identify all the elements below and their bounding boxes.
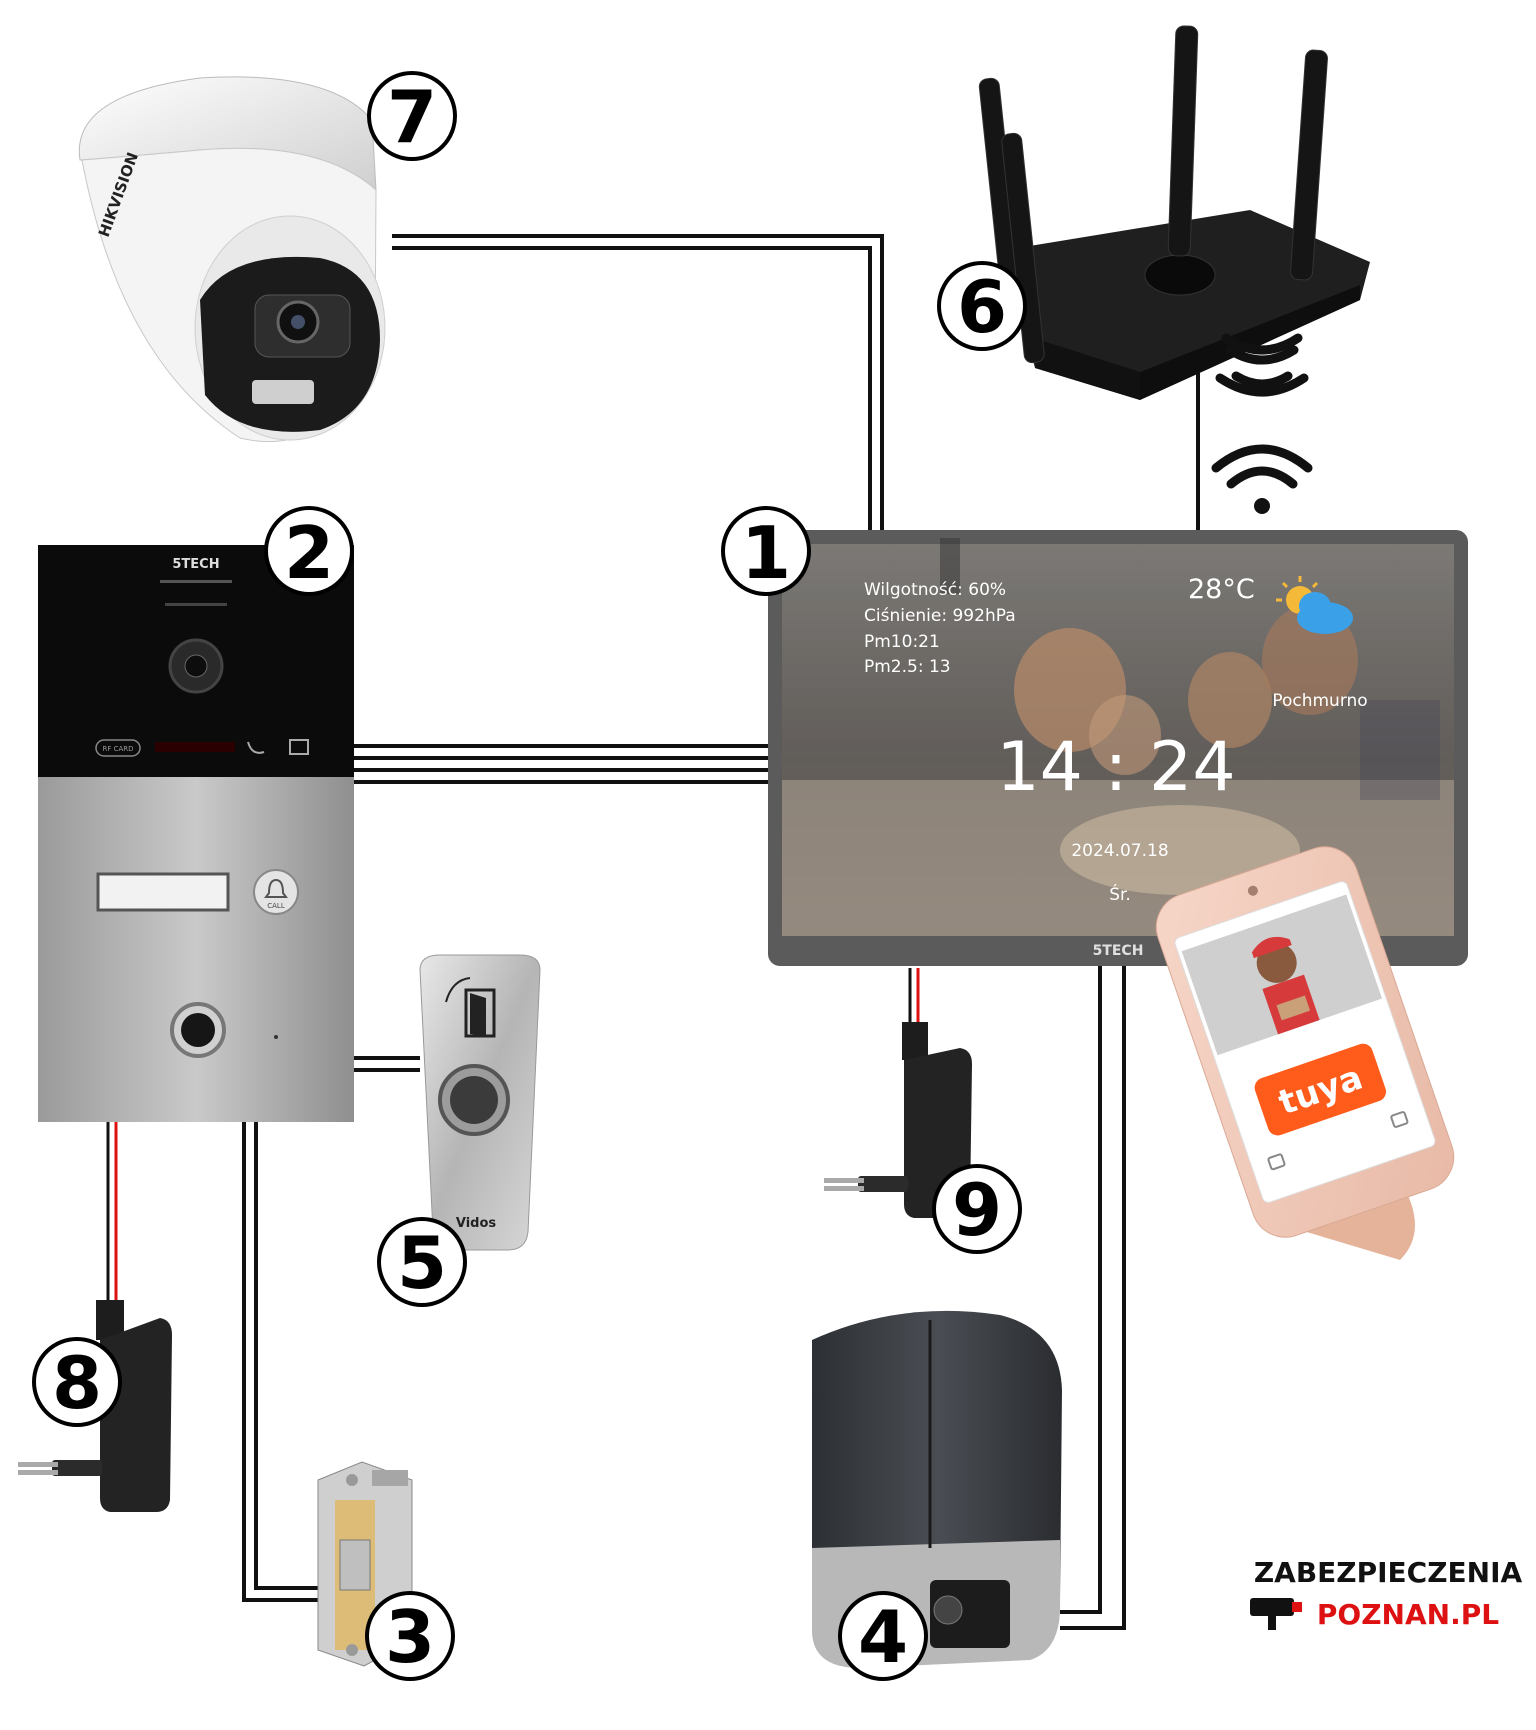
wire-camera-monitor-b xyxy=(392,246,872,532)
badge-1-label: 1 xyxy=(741,511,791,595)
badge-9: 9 xyxy=(932,1164,1022,1254)
monitor-brand: 5TECH xyxy=(1093,943,1144,959)
wifi-signal-icon xyxy=(1221,333,1303,355)
exit-button: Vidos xyxy=(419,954,541,1251)
wire-monitor-motor-a xyxy=(1060,960,1102,1614)
badge-1: 1 xyxy=(721,506,811,596)
monitor-weather: Pochmurno xyxy=(1272,691,1367,711)
lock-icon[interactable] xyxy=(1267,1153,1286,1171)
weather-sun-cloud-icon xyxy=(1276,576,1353,634)
monitor-time: 14 : 24 xyxy=(996,728,1235,807)
door-station-brand: 5TECH xyxy=(172,557,219,572)
badge-2: 2 xyxy=(264,506,354,596)
door-icon xyxy=(289,739,309,755)
wire-camera-monitor-a xyxy=(392,234,884,532)
wifi-dot-icon xyxy=(1254,498,1270,514)
badge-4: 4 xyxy=(838,1591,928,1681)
power-wires xyxy=(106,968,920,1305)
door-exit-icon xyxy=(445,977,496,1038)
router-antenna-4 xyxy=(1290,49,1328,281)
badge-5: 5 xyxy=(377,1217,467,1307)
router-antenna-3 xyxy=(1167,25,1199,257)
badge-7: 7 xyxy=(367,71,457,161)
monitor-pm25: Pm2.5: 13 xyxy=(864,657,951,677)
logo-line2: POZNAN.PL xyxy=(1317,1598,1499,1631)
bell-icon xyxy=(264,878,288,898)
gate-motor-icon xyxy=(812,1310,1062,1668)
smartphone-icon: tuya xyxy=(1155,846,1455,1260)
badge-2-label: 2 xyxy=(284,511,334,595)
wire-door-strike-b xyxy=(254,1122,330,1590)
call-label: CALL xyxy=(267,902,285,910)
monitor-weekday: Śr. xyxy=(1109,883,1131,905)
lock-icon[interactable] xyxy=(1390,1111,1409,1128)
cctv-camera-icon xyxy=(1250,1598,1302,1630)
router-antenna-2 xyxy=(1001,132,1045,364)
tuya-logo xyxy=(1254,1043,1387,1136)
exit-button-brand: Vidos xyxy=(456,1216,497,1231)
wires xyxy=(242,234,1200,1630)
badge-6: 6 xyxy=(937,261,1027,351)
badge-3: 3 xyxy=(365,1591,455,1681)
card-reader-label: RF CARD xyxy=(102,745,133,753)
badge-8-label: 8 xyxy=(52,1341,102,1425)
badge-4-label: 4 xyxy=(858,1595,908,1679)
logo-line1: ZABEZPIECZENIA xyxy=(1254,1556,1523,1589)
number-badges: 1 2 3 4 5 6 7 8 xyxy=(32,71,1027,1681)
badge-6-label: 6 xyxy=(957,265,1007,349)
router xyxy=(978,25,1370,400)
badge-8: 8 xyxy=(32,1337,122,1427)
wire-door-strike-a xyxy=(242,1122,330,1602)
badge-3-label: 3 xyxy=(385,1595,435,1679)
wire-monitor-motor-b xyxy=(1060,960,1126,1630)
name-plate xyxy=(96,872,230,912)
call-button[interactable] xyxy=(253,869,299,915)
handset-icon xyxy=(247,741,265,754)
monitor-date: 2024.07.18 xyxy=(1071,841,1168,861)
door-station: 5TECH RF CARD CALL xyxy=(38,545,354,1122)
badge-5-label: 5 xyxy=(397,1221,447,1305)
badge-7-label: 7 xyxy=(387,75,437,159)
monitor-humidity: Wilgotność: 60% xyxy=(864,580,1006,600)
company-logo: ZABEZPIECZENIA POZNAN.PL xyxy=(1250,1556,1522,1631)
monitor-pm10: Pm10:21 xyxy=(864,632,940,652)
wifi-icon xyxy=(1211,345,1313,489)
badge-9-label: 9 xyxy=(952,1168,1002,1252)
dome-camera: HIKVISION xyxy=(78,76,386,443)
electric-strike-icon xyxy=(317,1461,413,1667)
monitor-pressure: Ciśnienie: 992hPa xyxy=(864,606,1016,626)
monitor-temperature: 28°C xyxy=(1188,574,1255,605)
